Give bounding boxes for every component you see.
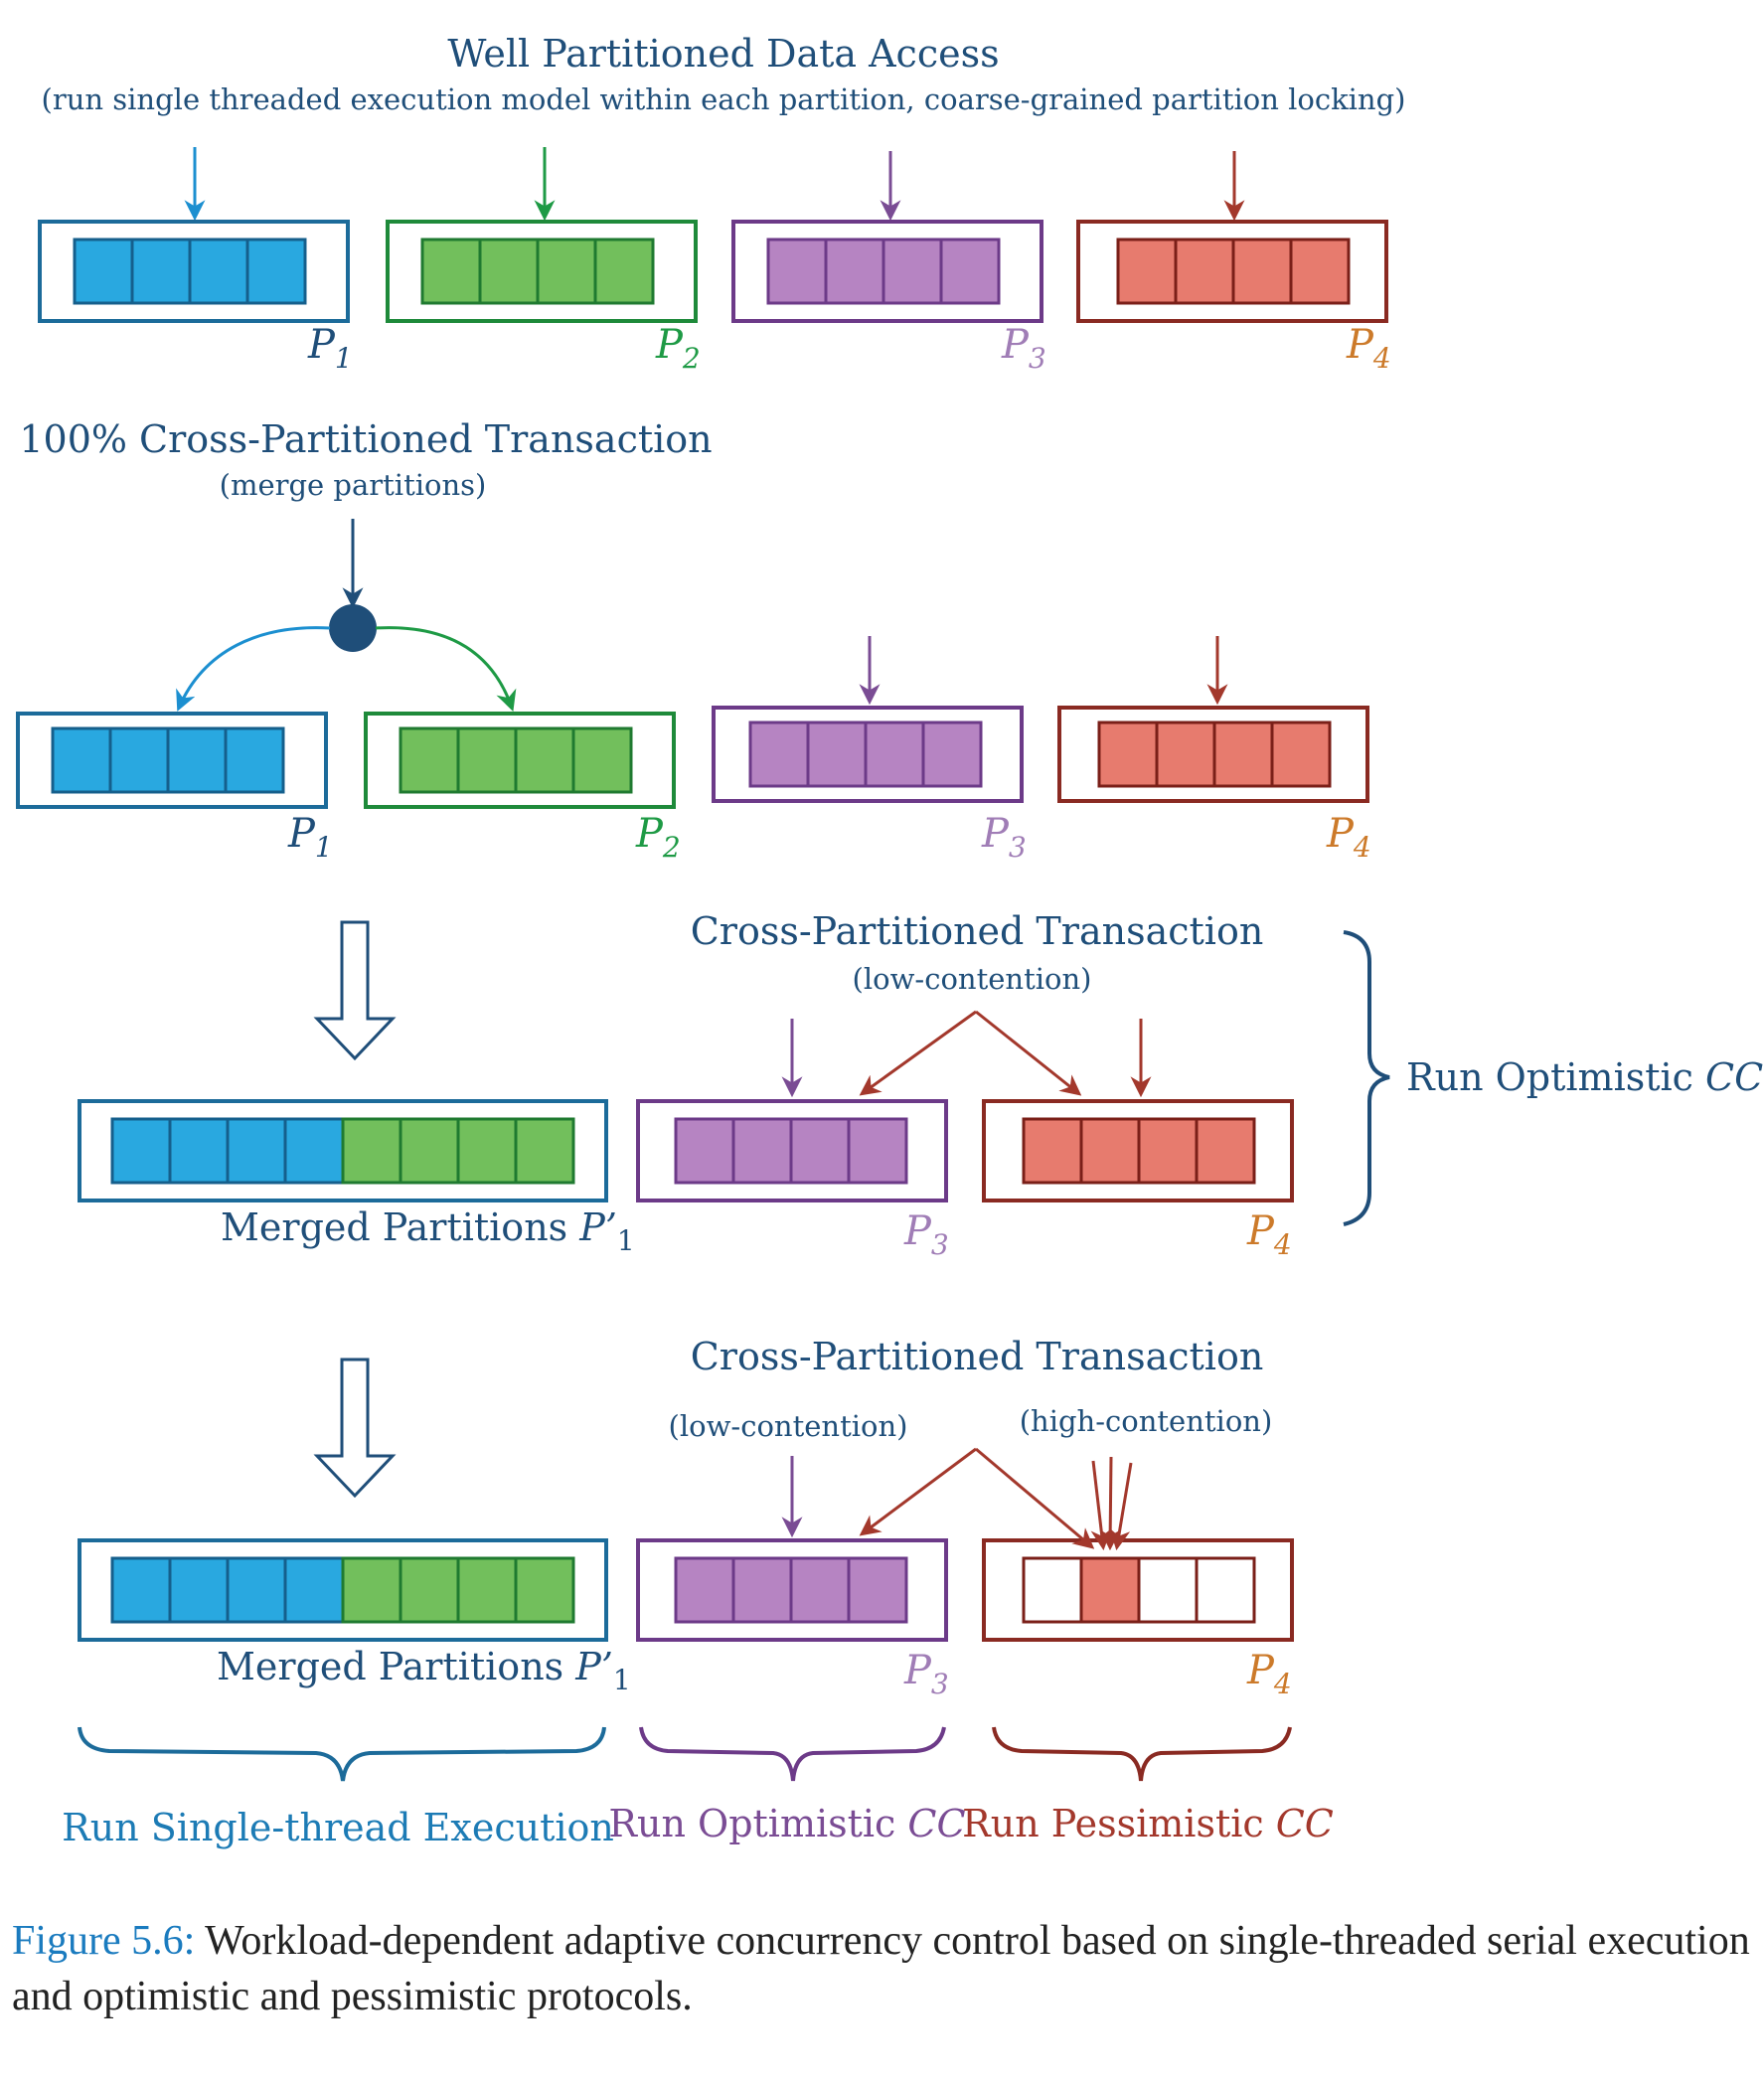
s1-partition-p4: P4	[1076, 151, 1391, 375]
s2-p1-label: P1	[287, 811, 333, 864]
s3-partition-p3: P3	[636, 1019, 949, 1261]
s2-partition-p2: P2	[364, 712, 681, 864]
s3-p3-label: P3	[903, 1208, 949, 1261]
s3-cross-arrows	[859, 1010, 1082, 1096]
figure-number: Figure 5.6:	[12, 1918, 196, 1964]
s4-merged-partition: Merged Partitions P’1	[78, 1538, 631, 1696]
label-optimistic: Run Optimistic CC	[608, 1802, 965, 1845]
s2-p2-label: P2	[635, 811, 681, 864]
s1-p2-label: P2	[655, 322, 701, 375]
s4-p3-label: P3	[903, 1648, 949, 1700]
s1-partition-p3: P3	[731, 151, 1046, 375]
s2-partition-p4: P4	[1057, 636, 1371, 864]
section4-low-label: (low-contention)	[669, 1409, 908, 1443]
s3-merged-label: Merged Partitions P’1	[221, 1205, 635, 1257]
s2-partition-p1: P1	[16, 712, 333, 864]
s1-p1-label: P1	[307, 322, 353, 375]
s1-partition-p1: P1	[38, 147, 353, 375]
figure-caption: Figure 5.6: Workload-dependent adaptive …	[12, 1913, 1756, 2024]
down-arrow-1	[313, 920, 397, 1061]
section4-title: Cross-Partitioned Transaction	[691, 1335, 1264, 1378]
section2-title: 100% Cross-Partitioned Transaction	[19, 417, 712, 461]
merge-node	[176, 519, 517, 712]
s4-partition-p4: P4	[982, 1538, 1294, 1700]
brace-optimistic: Run Optimistic CC	[608, 1726, 966, 1845]
label-single-thread: Run Single-thread Execution	[62, 1806, 614, 1849]
s4-merged-label: Merged Partitions P’1	[217, 1645, 631, 1696]
s2-partition-p3: P3	[712, 636, 1027, 864]
s2-p4-label: P4	[1326, 811, 1371, 864]
section3-title: Cross-Partitioned Transaction	[691, 909, 1264, 953]
s3-right-brace: Run Optimistic CC	[1343, 930, 1763, 1226]
label-pessimistic: Run Pessimistic CC	[962, 1802, 1334, 1845]
s1-p3-label: P3	[1001, 322, 1046, 375]
s2-p3-label: P3	[981, 811, 1027, 864]
s4-partition-p3: P3	[636, 1456, 949, 1700]
section1-title: Well Partitioned Data Access	[447, 32, 999, 76]
s1-partition-p2: P2	[386, 147, 701, 375]
s3-partition-p4: P4	[982, 1019, 1294, 1261]
s3-brace-label: Run Optimistic CC	[1406, 1055, 1763, 1099]
s4-p4-label: P4	[1246, 1648, 1292, 1700]
section3-subtitle: (low-contention)	[853, 962, 1092, 996]
down-arrow-2	[313, 1358, 397, 1499]
s3-p4-label: P4	[1246, 1208, 1292, 1261]
figure-caption-text: Workload-dependent adaptive concurrency …	[12, 1918, 1750, 2019]
brace-single-thread: Run Single-thread Execution	[62, 1726, 614, 1849]
section1-subtitle: (run single threaded execution model wit…	[42, 82, 1406, 116]
section4-high-label: (high-contention)	[1020, 1404, 1273, 1438]
section2-subtitle: (merge partitions)	[220, 468, 487, 502]
s4-contention-arrows	[859, 1447, 1133, 1551]
s1-p4-label: P4	[1346, 322, 1391, 375]
s3-merged-partition: Merged Partitions P’1	[78, 1099, 635, 1257]
brace-pessimistic: Run Pessimistic CC	[962, 1726, 1334, 1845]
